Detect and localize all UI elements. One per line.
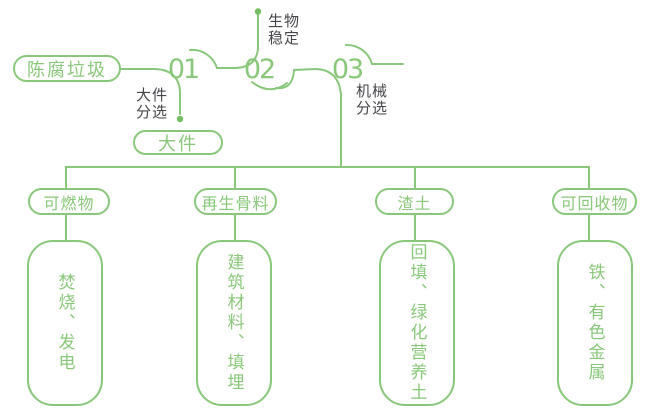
node-dot-bulky [176,115,184,123]
category-pill-recyclables: 可回收物 [552,188,637,215]
branch-rail [65,166,590,189]
source-pill: 陈腐垃圾 [13,55,121,82]
step-number-03: 03 [331,54,364,85]
step-number-01: 01 [167,54,200,85]
flow-line-02-to-03-descender [275,67,342,168]
step-label-bio-stabilization: 生物 稳定 [268,12,301,47]
step-label-bulky-sorting: 大件 分选 [136,86,169,121]
category-pill-combustibles: 可燃物 [28,188,110,215]
category-pill-slag: 渣土 [375,188,454,215]
step-number-02: 02 [243,54,276,85]
flow-line-source-to-bulky [120,68,181,115]
outcome-box-metals: 铁、有色金属 [557,240,633,406]
node-dot-bio [254,8,262,15]
outcome-box-building-material: 建筑材料、填埋 [196,240,272,406]
flow-line-03-tail [345,43,404,65]
bulky-item-pill: 大件 [133,130,223,155]
category-pill-recycled-aggregate: 再生骨料 [194,188,277,215]
outcome-box-incineration: 焚烧、发电 [27,240,103,406]
step-label-mechanical-sorting: 机械 分选 [356,82,389,117]
outcome-box-backfill: 回填、绿化营养土 [379,240,455,406]
flow-line-01-to-02-with-bio-riser [189,14,259,69]
arc-under-02 [251,81,288,91]
